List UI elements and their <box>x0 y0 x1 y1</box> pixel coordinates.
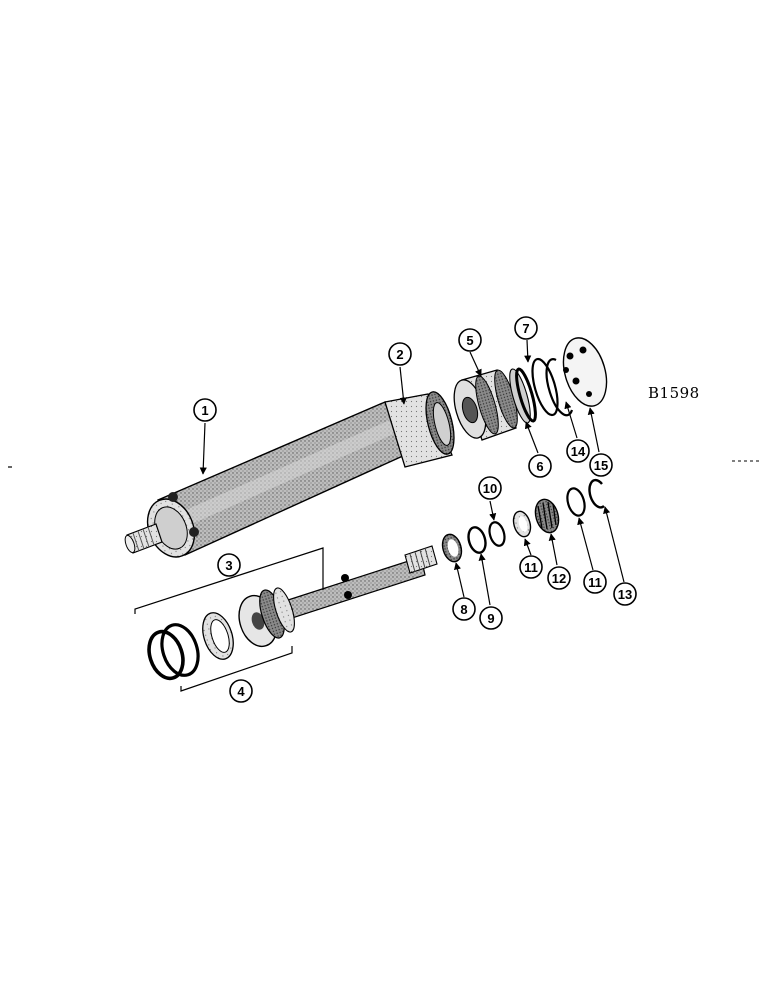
svg-text:11: 11 <box>588 575 602 590</box>
bracket-callout-3 <box>134 547 324 614</box>
callout-15: 15 <box>589 453 613 477</box>
svg-text:7: 7 <box>522 321 529 336</box>
washer-part-11-right <box>566 487 586 517</box>
svg-text:1: 1 <box>201 403 208 418</box>
callout-10: 10 <box>478 476 502 500</box>
cylinder-barrel-part <box>124 391 455 558</box>
callout-14: 14 <box>566 439 590 463</box>
snap-ring-part-14 <box>545 358 574 417</box>
washer-part-9 <box>467 526 487 554</box>
svg-text:6: 6 <box>536 459 543 474</box>
callout-1: 1 <box>193 398 217 422</box>
callout-2: 2 <box>388 342 412 366</box>
callout-5: 5 <box>458 328 482 352</box>
bearing-part-12 <box>534 498 560 534</box>
gland-head-part <box>453 368 531 441</box>
o-ring-part-6 <box>515 367 537 423</box>
svg-text:3: 3 <box>225 558 232 573</box>
svg-text:8: 8 <box>460 602 467 617</box>
figure-id-label: B1598 <box>648 384 700 402</box>
leader-lines <box>199 339 625 606</box>
bracket-callout-4 <box>180 646 293 692</box>
callout-7: 7 <box>514 316 538 340</box>
svg-text:4: 4 <box>237 684 245 699</box>
seal-part-10 <box>488 521 506 547</box>
svg-text:12: 12 <box>552 571 566 586</box>
svg-text:15: 15 <box>594 458 608 473</box>
svg-text:9: 9 <box>487 611 494 626</box>
retaining-plate-part-15 <box>562 337 608 407</box>
callout-11-left: 11 <box>519 555 543 579</box>
piston-rod-part <box>238 545 438 648</box>
callout-6: 6 <box>528 454 552 478</box>
backup-ring-part-7 <box>531 357 559 417</box>
callout-13: 13 <box>613 582 637 606</box>
svg-text:11: 11 <box>524 560 538 575</box>
snap-ring-part-13 <box>588 478 605 509</box>
svg-text:2: 2 <box>396 347 403 362</box>
callout-11-right: 11 <box>583 570 607 594</box>
svg-text:10: 10 <box>483 481 497 496</box>
piston-rings-part <box>147 612 234 681</box>
callout-3: 3 <box>217 553 241 577</box>
callout-12: 12 <box>547 566 571 590</box>
callout-9: 9 <box>479 606 503 630</box>
svg-text:5: 5 <box>466 333 473 348</box>
callout-8: 8 <box>452 597 476 621</box>
svg-text:13: 13 <box>618 587 632 602</box>
callout-4: 4 <box>229 679 253 703</box>
svg-text:14: 14 <box>571 444 586 459</box>
